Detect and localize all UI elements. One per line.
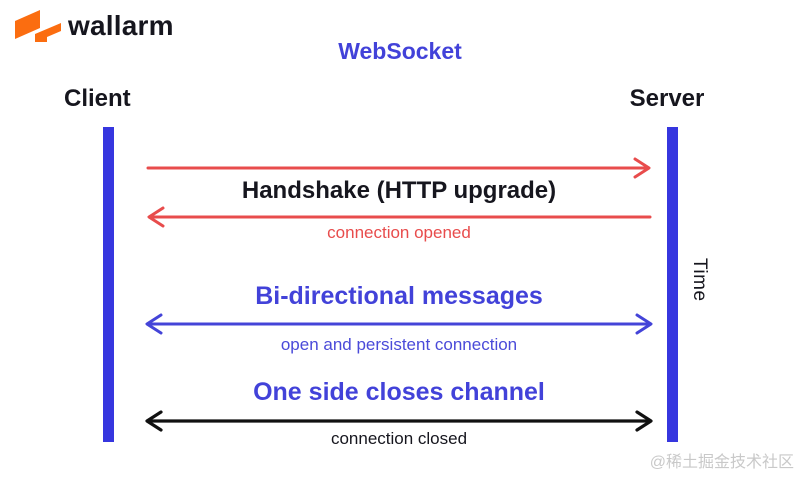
handshake-title: Handshake (HTTP upgrade) (241, 177, 557, 204)
time-axis-label: Time (689, 258, 710, 302)
handshake-request-arrow (146, 157, 651, 179)
bidirectional-messages-arrow (145, 313, 653, 335)
close-channel-caption: connection closed (330, 429, 468, 448)
message-lane: Handshake (HTTP upgrade) connection open… (147, 0, 651, 480)
server-lifeline (667, 127, 678, 442)
diagram-title: WebSocket (338, 38, 462, 64)
bidirectional-caption: open and persistent connection (280, 335, 518, 354)
brand-name: wallarm (68, 10, 174, 41)
watermark-text: @稀土掘金技术社区 (649, 454, 794, 471)
handshake-response-arrow (147, 206, 652, 228)
server-label: Server (629, 85, 705, 112)
client-label: Client (64, 85, 131, 112)
close-channel-title: One side closes channel (253, 378, 545, 406)
bidirectional-title: Bi-directional messages (255, 282, 543, 310)
client-lifeline (103, 127, 114, 442)
handshake-caption: connection opened (327, 223, 471, 242)
connection-closed-arrow (145, 410, 653, 432)
wallarm-logo: wallarm (13, 8, 174, 44)
wallarm-flash-icon (15, 10, 61, 42)
